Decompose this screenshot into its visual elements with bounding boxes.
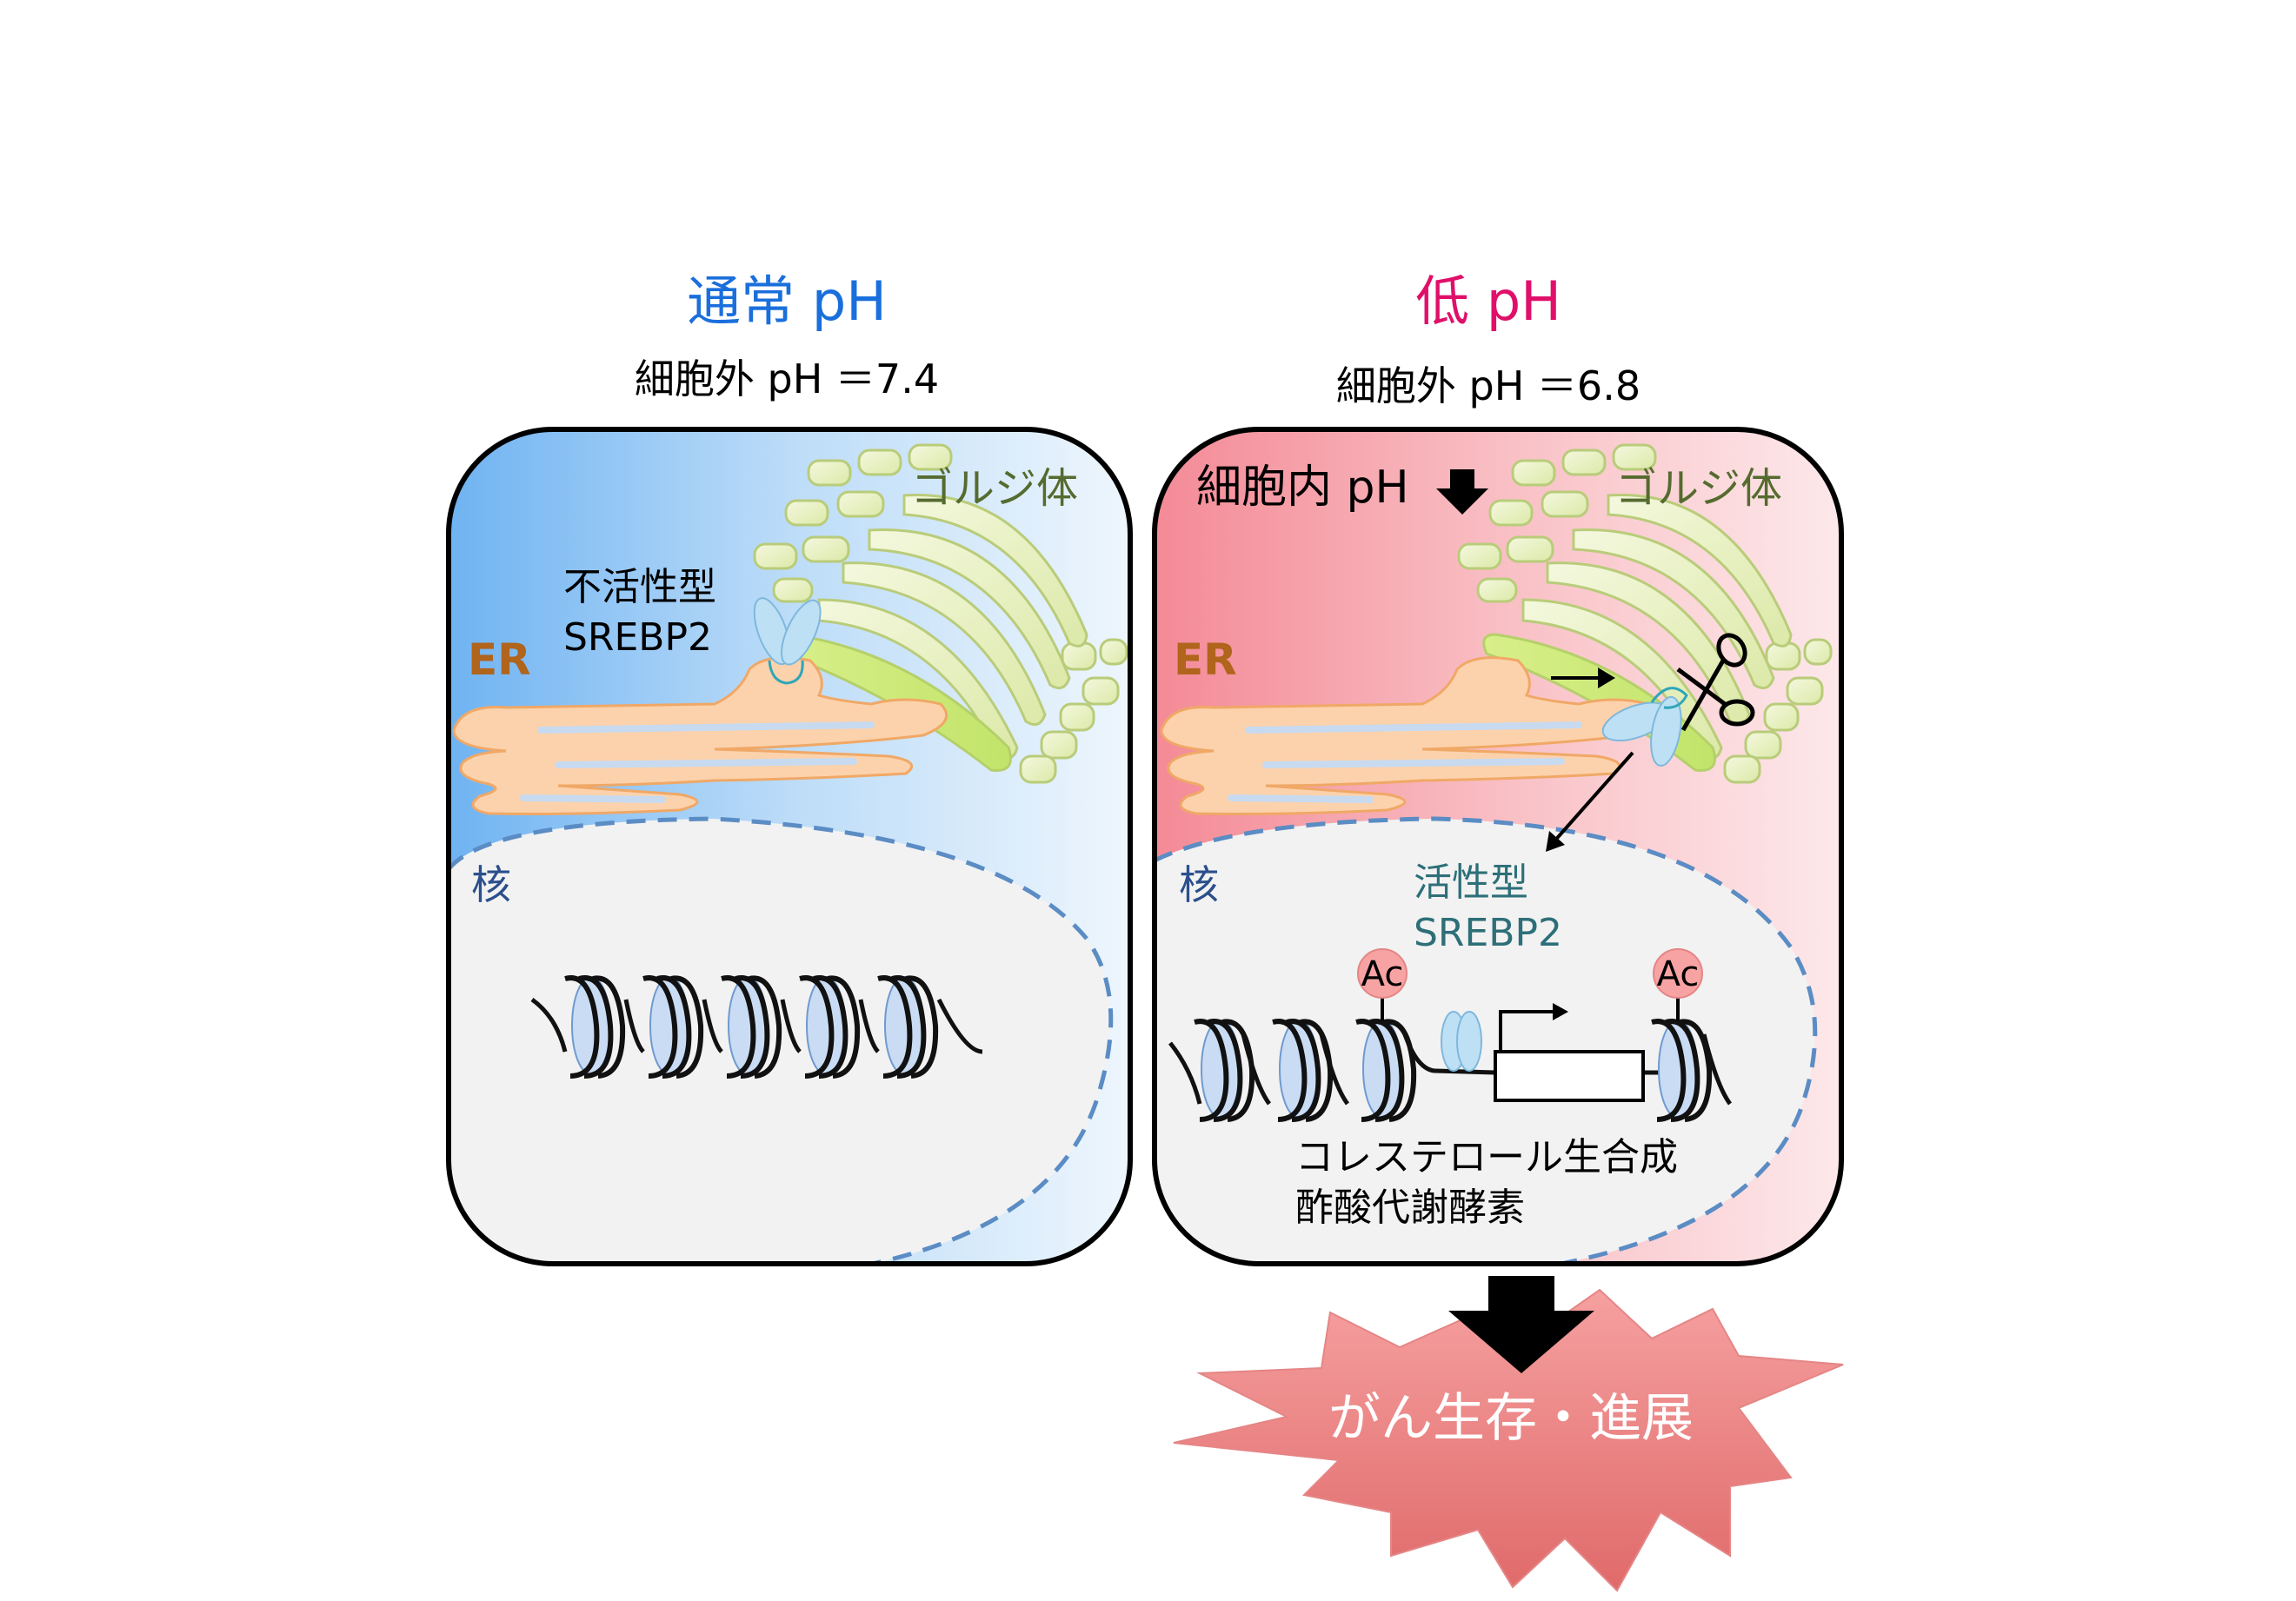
- transcription-start-arrow: [1499, 1003, 1568, 1052]
- nucleus-label: 核: [471, 861, 511, 908]
- down-arrow-icon: [1436, 469, 1488, 515]
- acetyl-label: Ac: [1657, 954, 1700, 994]
- inactive-srebp2-label: 不活性型: [563, 565, 716, 609]
- low-extracellular-ph: 細胞外 pH ＝6.8: [1336, 362, 1640, 409]
- nuclear-translocation-arrow: [1546, 751, 1634, 852]
- inactive-srebp2-name: SREBP2: [563, 615, 712, 660]
- scissors-icon: [1676, 633, 1755, 732]
- acetyl-mark: [1357, 948, 1408, 999]
- low-ph-nucleus: [1155, 816, 1818, 1264]
- low-ph-panel: 低 pH 細胞外 pH ＝6.8 細胞内 pH ゴルジ体 ER: [1152, 269, 1844, 1266]
- golgi-label: ゴルジ体: [911, 464, 1078, 513]
- outcome-label: がん生存・進展: [1328, 1388, 1694, 1449]
- active-srebp2-label: 活性型: [1414, 860, 1528, 905]
- acetyl-mark: [1653, 948, 1703, 999]
- cleaved-srebp2: [1601, 687, 1688, 767]
- golgi-label: ゴルジ体: [1615, 464, 1782, 513]
- nucleus-label: 核: [1179, 861, 1219, 908]
- outcome-burst: [1173, 1288, 1844, 1592]
- acetyl-label: Ac: [1361, 954, 1404, 994]
- transport-arrow: [1551, 668, 1615, 688]
- outcome: がん生存・進展: [1173, 1276, 1844, 1592]
- intracellular-ph-label: 細胞内 pH: [1196, 462, 1409, 514]
- target-genes-line2: 酢酸代謝酵素: [1295, 1186, 1525, 1230]
- inactive-srebp2: [746, 593, 829, 685]
- active-srebp2-name: SREBP2: [1414, 911, 1562, 955]
- er-label: ER: [468, 634, 531, 685]
- target-genes-line1: コレステロール生合成: [1295, 1135, 1678, 1179]
- srebp2-bound: [1441, 1011, 1482, 1072]
- normal-chromatin: [530, 977, 983, 1076]
- active-chromatin: Ac Ac: [1168, 948, 1733, 1119]
- normal-ph-panel: 通常 pH 細胞外 pH ＝7.4 ゴルジ体 不活性型 SREBP2 ER 核: [446, 269, 1133, 1266]
- normal-extracellular-ph: 細胞外 pH ＝7.4: [635, 355, 939, 402]
- target-gene: [1494, 1050, 1645, 1102]
- er-label: ER: [1174, 634, 1237, 685]
- low-ph-title: 低 pH: [1415, 269, 1561, 333]
- down-arrow-icon: [1448, 1276, 1594, 1373]
- normal-ph-title: 通常 pH: [687, 269, 887, 333]
